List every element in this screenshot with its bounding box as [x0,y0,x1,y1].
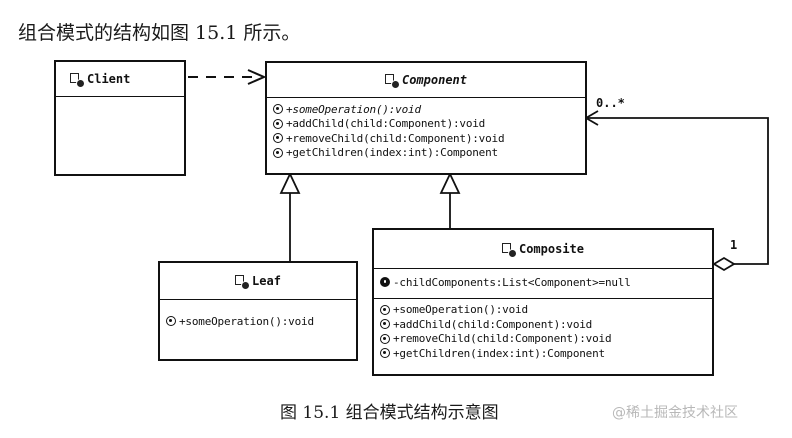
public-visibility-icon [273,118,283,129]
public-visibility-icon [273,147,283,158]
public-visibility-icon [380,304,390,315]
composite-class-header: Composite [374,230,712,269]
multiplicity-many: 0..* [596,96,625,110]
watermark: @稀土掘金技术社区 [612,405,738,421]
component-class-header: Component [267,63,585,98]
class-icon [501,242,517,258]
leaf-methods: +someOperation():void [160,300,356,332]
public-visibility-icon [380,319,390,330]
composite-inheritance-arrow [439,171,461,230]
private-visibility-icon [380,277,390,288]
method-row: +getChildren(index:int):Component [380,346,712,361]
public-visibility-icon [273,104,283,115]
method-row: +someOperation():void [273,102,585,117]
public-visibility-icon [273,133,283,144]
public-visibility-icon [166,316,176,327]
composite-methods: +someOperation():void +addChild(child:Co… [374,299,712,364]
public-visibility-icon [380,348,390,359]
component-class-name: Component [401,73,468,87]
leaf-class-header: Leaf [160,263,356,300]
method-row: +addChild(child:Component):void [380,317,712,332]
client-class-name: Client [87,72,131,86]
class-icon [384,73,400,89]
component-class[interactable]: Component +someOperation():void +addChil… [265,61,587,175]
method-row: +removeChild(child:Component):void [273,131,585,146]
method-row: +getChildren(index:int):Component [273,146,585,161]
client-class-header: Client [56,62,184,97]
leaf-inheritance-arrow [279,171,301,262]
client-class[interactable]: Client [54,60,186,176]
composite-class[interactable]: Composite -childComponents:List<Componen… [372,228,714,376]
component-methods: +someOperation():void +addChild(child:Co… [267,98,585,163]
method-row: +removeChild(child:Component):void [380,332,712,347]
method-row: +addChild(child:Component):void [273,117,585,132]
intro-text: 组合模式的结构如图 15.1 所示。 [18,22,301,44]
composite-class-name: Composite [518,242,585,256]
leaf-class-name: Leaf [252,274,281,288]
public-visibility-icon [380,333,390,344]
class-icon [235,274,251,290]
composite-attributes: -childComponents:List<Component>=null [374,269,712,299]
attribute-row: -childComponents:List<Component>=null [380,275,712,290]
multiplicity-one: 1 [730,238,738,252]
leaf-class[interactable]: Leaf +someOperation():void [158,261,358,361]
method-row: +someOperation():void [166,314,356,329]
figure-caption: 图 15.1 组合模式结构示意图 [280,403,499,423]
class-icon [70,72,85,88]
dependency-arrow [188,69,267,85]
method-row: +someOperation():void [380,303,712,318]
